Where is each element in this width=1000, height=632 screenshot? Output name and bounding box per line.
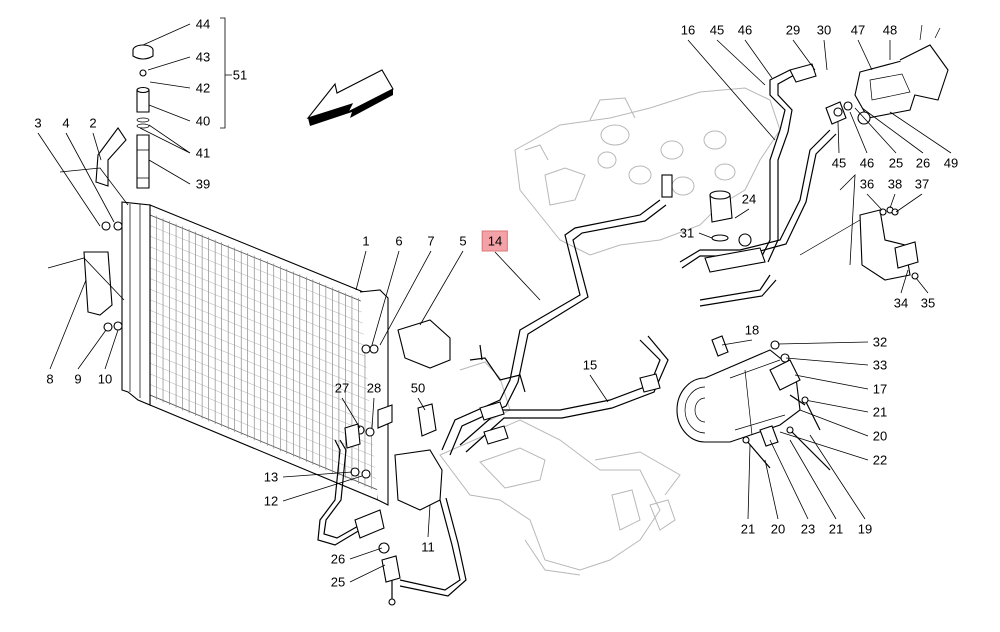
condenser-tube xyxy=(149,363,379,459)
pressure-switch xyxy=(704,190,766,273)
hose-assembly-15 xyxy=(459,335,669,453)
callout-label-30[interactable]: 30 xyxy=(816,22,832,38)
condenser-tube xyxy=(149,341,379,437)
callout-label-26[interactable]: 26 xyxy=(330,551,346,567)
condenser-right-brackets xyxy=(355,319,451,511)
callout-label-45a[interactable]: 45 xyxy=(709,22,725,38)
callout-label-45b[interactable]: 45 xyxy=(831,155,847,171)
callout-label-20b[interactable]: 20 xyxy=(770,521,786,537)
callout-label-31[interactable]: 31 xyxy=(679,225,695,241)
callout-label-21b[interactable]: 21 xyxy=(740,521,756,537)
callout-label-51[interactable]: 51 xyxy=(232,67,248,83)
callout-label-27[interactable]: 27 xyxy=(334,380,350,396)
callout-label-5[interactable]: 5 xyxy=(459,233,467,249)
callout-label-23[interactable]: 23 xyxy=(800,521,816,537)
callout-label-37[interactable]: 37 xyxy=(914,176,930,192)
callout-label-18[interactable]: 18 xyxy=(744,322,760,338)
callout-label-25b[interactable]: 25 xyxy=(888,155,904,171)
callout-label-32[interactable]: 32 xyxy=(872,334,888,350)
callout-label-36[interactable]: 36 xyxy=(859,176,875,192)
condenser-radiator xyxy=(121,201,389,506)
callout-label-28[interactable]: 28 xyxy=(366,380,382,396)
hose-assembly-14 xyxy=(441,174,673,456)
condenser-tube xyxy=(149,267,379,362)
condenser-tube xyxy=(149,331,379,426)
condenser-tube xyxy=(149,288,379,384)
callout-label-11[interactable]: 11 xyxy=(421,539,435,555)
condenser-tube xyxy=(149,320,379,416)
callout-label-49[interactable]: 49 xyxy=(943,155,959,171)
condenser-tube xyxy=(149,225,379,319)
expansion-valve xyxy=(854,24,949,125)
callout-label-40[interactable]: 40 xyxy=(195,113,211,129)
condenser-tube xyxy=(149,246,379,341)
callout-label-41[interactable]: 41 xyxy=(195,145,211,161)
direction-arrow xyxy=(306,69,394,126)
left-brackets xyxy=(83,127,127,332)
callout-label-13[interactable]: 13 xyxy=(263,469,279,485)
condenser-tube xyxy=(149,257,379,352)
callout-label-7[interactable]: 7 xyxy=(427,233,435,249)
compressor-bolts xyxy=(742,394,831,471)
callout-label-48[interactable]: 48 xyxy=(882,22,898,38)
callout-label-16[interactable]: 16 xyxy=(680,22,696,38)
callout-label-24[interactable]: 24 xyxy=(741,191,757,207)
callout-label-19[interactable]: 19 xyxy=(857,521,873,537)
callout-label-1[interactable]: 1 xyxy=(362,233,370,249)
condenser-tube xyxy=(149,299,379,394)
callout-label-46a[interactable]: 46 xyxy=(737,22,753,38)
callout-label-22[interactable]: 22 xyxy=(872,452,888,468)
callout-label-6[interactable]: 6 xyxy=(395,233,403,249)
callout-label-42[interactable]: 42 xyxy=(195,80,211,96)
engine-block-outline xyxy=(514,87,781,256)
callout-label-12[interactable]: 12 xyxy=(263,493,279,509)
callout-label-3[interactable]: 3 xyxy=(34,115,42,131)
callout-label-38[interactable]: 38 xyxy=(887,176,903,192)
condenser-tube xyxy=(149,214,379,309)
mounting-bracket-right xyxy=(799,206,919,281)
callout-label-25[interactable]: 25 xyxy=(330,574,346,590)
callout-label-15[interactable]: 15 xyxy=(582,357,598,373)
callout-label-17[interactable]: 17 xyxy=(872,381,888,397)
ac-compressor xyxy=(676,335,801,447)
callout-label-2[interactable]: 2 xyxy=(89,115,97,131)
callout-label-29[interactable]: 29 xyxy=(785,22,801,38)
receiver-drier-assembly xyxy=(132,44,154,189)
callout-label-39[interactable]: 39 xyxy=(195,176,211,192)
callout-label-14[interactable]: 14 xyxy=(481,230,509,252)
callout-label-10[interactable]: 10 xyxy=(97,371,113,387)
condenser-tube xyxy=(149,278,379,373)
callout-label-26b[interactable]: 26 xyxy=(915,155,931,171)
callout-label-46b[interactable]: 46 xyxy=(859,155,875,171)
chassis-frame-outline xyxy=(439,361,681,576)
callout-label-35[interactable]: 35 xyxy=(920,295,936,311)
callout-label-33[interactable]: 33 xyxy=(872,357,888,373)
callout-label-34[interactable]: 34 xyxy=(893,295,909,311)
condenser-tube xyxy=(149,235,379,330)
callout-label-4[interactable]: 4 xyxy=(62,115,70,131)
callout-label-9[interactable]: 9 xyxy=(74,371,82,387)
suction-hose-16 xyxy=(679,63,847,307)
condenser-tube xyxy=(149,394,379,491)
condenser-tube xyxy=(149,352,379,448)
callout-label-47[interactable]: 47 xyxy=(850,22,866,38)
condenser-tube xyxy=(149,384,379,480)
callout-label-8[interactable]: 8 xyxy=(46,371,54,387)
callout-label-21c[interactable]: 21 xyxy=(828,521,844,537)
callout-label-43[interactable]: 43 xyxy=(195,49,211,65)
liquid-line-lower xyxy=(317,423,467,606)
callout-label-21a[interactable]: 21 xyxy=(872,404,888,420)
callout-label-20a[interactable]: 20 xyxy=(872,428,888,444)
condenser-tube xyxy=(149,310,379,405)
callout-label-44[interactable]: 44 xyxy=(195,16,211,32)
callout-label-50[interactable]: 50 xyxy=(410,380,426,396)
